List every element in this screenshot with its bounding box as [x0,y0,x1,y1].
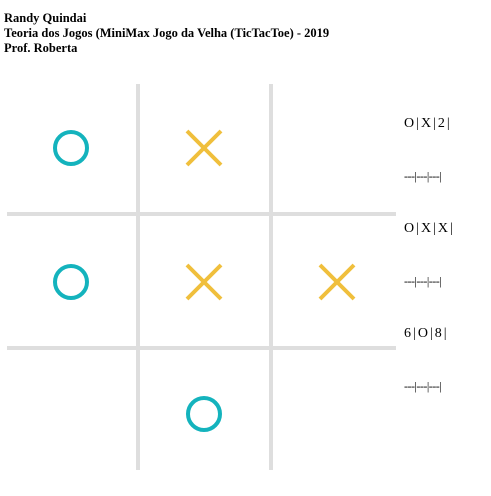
text-board-separator: ---|---|---| [404,273,442,288]
text-board-row-2: O|X|X| [404,221,453,236]
board-cell-0[interactable] [7,84,135,212]
text-board-row-1: O|X|2| [404,116,450,131]
board-cell-2[interactable] [273,84,401,212]
author-name: Randy Quindai [4,11,87,25]
o-mark-icon [186,396,222,432]
text-board-cell: X [437,221,448,236]
page-title: Teoria dos Jogos (MiniMax Jogo da Velha … [4,26,330,40]
text-board-separator: ---|---|---| [404,168,442,183]
x-mark-icon [185,263,223,301]
o-mark-icon [53,264,89,300]
board-cell-7[interactable] [140,350,268,478]
board-cell-4[interactable] [140,218,268,346]
text-board-cell: O [417,326,428,341]
text-board-cell: 8 [434,326,442,341]
text-board-separator: ---|---|---| [404,378,442,393]
text-board-cell: O [404,221,415,236]
text-board-row-3: 6|O|8| [404,326,447,341]
text-board-cell: 6 [404,326,411,341]
text-board-cell: X [420,221,432,236]
page-header: Randy Quindai Teoria dos Jogos (MiniMax … [4,11,329,56]
o-mark-icon [53,130,89,166]
x-mark-icon [185,129,223,167]
board-cell-8[interactable] [273,350,401,478]
text-board: O|X|2| ---|---|---| O|X|X| ---|---|---| … [404,80,455,413]
text-board-cell: 2 [437,116,445,131]
board-cell-5[interactable] [273,218,401,346]
text-board-cell: O [404,116,415,131]
x-mark-icon [318,263,356,301]
professor-name: Prof. Roberta [4,41,78,55]
board-cell-3[interactable] [7,218,135,346]
board-cell-1[interactable] [140,84,268,212]
text-board-cell: X [420,116,432,131]
board-cell-6[interactable] [7,350,135,478]
